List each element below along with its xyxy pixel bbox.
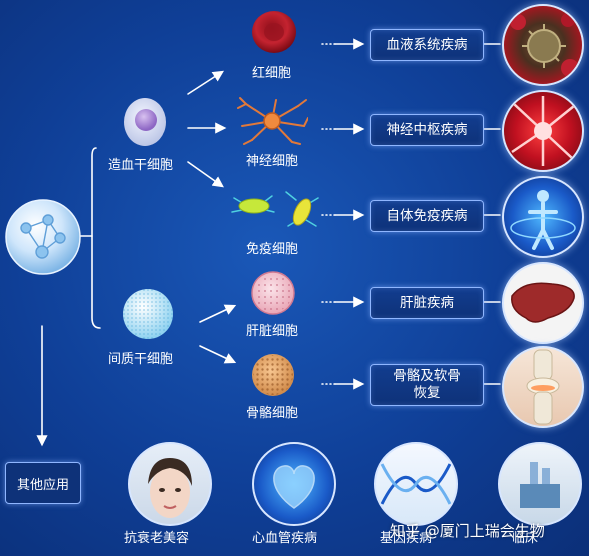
immune-cell-label: 免疫细胞	[246, 242, 299, 257]
arrow-right-icon	[187, 70, 225, 95]
arrow-right-icon	[187, 161, 224, 188]
bracket-line	[91, 147, 101, 329]
human-figure-icon	[510, 190, 576, 250]
hematopoietic-stem-cell-label: 造血干细胞	[108, 158, 174, 173]
red-blood-cell-label: 红细胞	[252, 66, 292, 81]
anti-aging-label: 抗衰老美容	[124, 531, 190, 546]
neuron-icon	[511, 96, 575, 166]
cardiovascular-label: 心血管疾病	[252, 531, 318, 546]
autoimmune-disease-box: 自体免疫疾病	[370, 200, 484, 232]
dna-icon	[380, 463, 452, 505]
face-icon	[148, 458, 192, 518]
nervous-disease-box: 神经中枢疾病	[370, 114, 484, 146]
genetic-disease-label: 基因疾病	[380, 531, 433, 546]
bone-recovery-image	[502, 346, 584, 428]
autoimmune-disease-image	[502, 176, 584, 258]
hematopoietic-stem-cell-icon	[124, 98, 166, 146]
nerve-cell-icon	[237, 97, 308, 145]
heart-icon	[273, 465, 315, 509]
virus-icon	[510, 13, 579, 77]
immune-cell-icon	[231, 191, 319, 227]
clinical-image	[498, 442, 582, 526]
other-applications-box: 其他应用	[5, 462, 81, 504]
lab-equipment-icon	[520, 462, 560, 508]
liver-organ-icon	[511, 282, 575, 323]
knee-joint-icon	[526, 349, 560, 425]
watermark: 知乎 @厦门上瑞会生物	[390, 522, 545, 540]
anti-aging-image	[128, 442, 212, 526]
nerve-cell-label: 神经细胞	[246, 154, 299, 169]
mesenchymal-stem-cell-icon	[123, 289, 173, 339]
nervous-disease-image	[502, 90, 584, 172]
liver-cell-label: 肝脏细胞	[246, 324, 299, 339]
bone-cell-label: 骨骼细胞	[246, 406, 299, 421]
blood-disease-box: 血液系统疾病	[370, 29, 484, 61]
liver-disease-box: 肝脏疾病	[370, 287, 484, 319]
clinical-label: 临床	[512, 531, 539, 546]
red-blood-cell-icon	[252, 11, 296, 53]
cardiovascular-image	[252, 442, 336, 526]
liver-disease-image	[502, 262, 584, 344]
network-sphere-icon	[5, 199, 81, 275]
bone-recovery-box: 骨骼及软骨 恢复	[370, 364, 484, 406]
bone-cell-icon	[252, 354, 294, 396]
blood-disease-image	[502, 4, 584, 86]
arrow-right-icon	[199, 345, 237, 364]
liver-cell-icon	[251, 271, 295, 315]
arrow-right-icon	[199, 304, 237, 323]
genetic-disease-image	[374, 442, 458, 526]
mesenchymal-stem-cell-label: 间质干细胞	[108, 352, 174, 367]
